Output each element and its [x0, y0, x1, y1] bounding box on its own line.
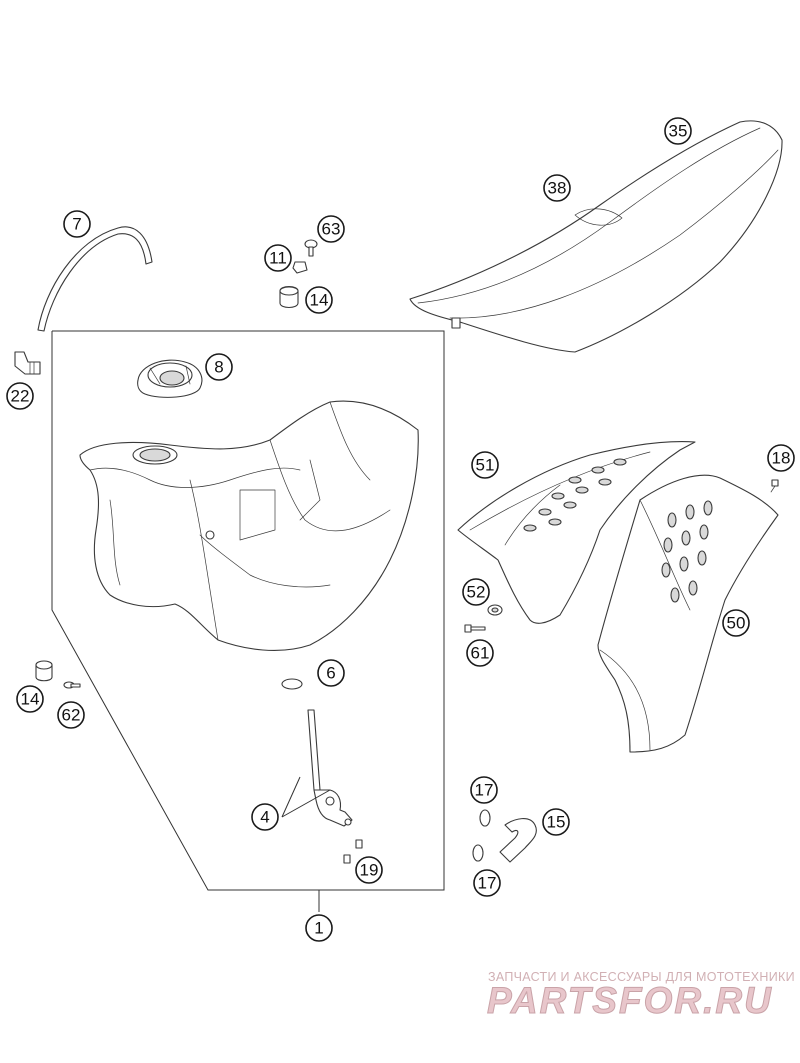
- callout-22: 22: [6, 382, 34, 410]
- callout-62: 62: [57, 701, 85, 729]
- callout-4: 4: [251, 803, 279, 831]
- svg-text:52: 52: [467, 583, 486, 602]
- svg-text:50: 50: [727, 614, 746, 633]
- fuel-cap[interactable]: [137, 359, 203, 398]
- fuel-breather-hose[interactable]: [37, 226, 153, 332]
- bolt-63[interactable]: [304, 239, 318, 257]
- svg-text:6: 6: [326, 664, 335, 683]
- callout-18: 18: [767, 444, 795, 472]
- svg-text:17: 17: [478, 874, 497, 893]
- callout-14-top: 14: [305, 286, 333, 314]
- callout-38: 38: [543, 174, 571, 202]
- svg-text:62: 62: [62, 706, 81, 725]
- svg-text:4: 4: [260, 808, 269, 827]
- bolt-62[interactable]: [63, 681, 81, 689]
- hose-clamp-lower[interactable]: [472, 844, 484, 862]
- callout-6: 6: [317, 659, 345, 687]
- callout-17-upper: 17: [470, 776, 498, 804]
- svg-text:22: 22: [11, 387, 30, 406]
- callout-11: 11: [264, 244, 292, 272]
- radiator-spoiler-right[interactable]: [597, 474, 779, 753]
- seat[interactable]: [409, 120, 783, 353]
- leader-4b: [281, 776, 301, 818]
- callout-17-lower: 17: [473, 869, 501, 897]
- svg-text:8: 8: [214, 358, 223, 377]
- svg-text:11: 11: [269, 249, 287, 268]
- rubber-bushing-top[interactable]: [279, 285, 299, 309]
- screws-19[interactable]: [343, 839, 363, 864]
- callout-15: 15: [542, 808, 570, 836]
- fuel-tap[interactable]: [307, 709, 353, 827]
- leader-4a: [281, 789, 331, 818]
- svg-text:38: 38: [548, 179, 567, 198]
- watermark-caption: ЗАПЧАСТИ И АКСЕССУАРЫ ДЛЯ МОТОТЕХНИКИ: [488, 970, 795, 984]
- svg-text:15: 15: [547, 813, 566, 832]
- svg-text:1: 1: [314, 919, 323, 938]
- callout-52: 52: [462, 578, 490, 606]
- o-ring[interactable]: [281, 678, 303, 690]
- callout-7: 7: [63, 210, 91, 238]
- callout-61: 61: [466, 639, 494, 667]
- screw-61[interactable]: [464, 624, 486, 633]
- hose-elbow-fitting[interactable]: [14, 351, 41, 375]
- callout-35: 35: [664, 117, 692, 145]
- watermark-logo: PARTSFOR.RU: [487, 980, 773, 1022]
- callout-50: 50: [722, 609, 750, 637]
- callout-19: 19: [355, 856, 383, 884]
- svg-text:51: 51: [476, 456, 495, 475]
- svg-text:18: 18: [772, 449, 791, 468]
- tank-assembly-frame: [51, 330, 445, 912]
- svg-text:14: 14: [310, 291, 329, 310]
- svg-text:35: 35: [669, 122, 688, 141]
- washer-52[interactable]: [487, 604, 503, 616]
- fuel-hose-15[interactable]: [499, 818, 537, 863]
- callout-51: 51: [471, 451, 499, 479]
- svg-text:61: 61: [471, 644, 490, 663]
- callout-1: 1: [305, 914, 333, 942]
- nut-11[interactable]: [292, 261, 308, 274]
- callout-63: 63: [317, 215, 345, 243]
- hose-clamp-upper[interactable]: [479, 809, 491, 827]
- rubber-bushing-lower[interactable]: [35, 660, 53, 682]
- screw-18[interactable]: [770, 479, 779, 493]
- svg-text:63: 63: [322, 220, 341, 239]
- svg-text:19: 19: [360, 861, 379, 880]
- svg-text:7: 7: [72, 215, 81, 234]
- fuel-tank[interactable]: [79, 400, 419, 651]
- callout-14-lower: 14: [16, 685, 44, 713]
- svg-text:17: 17: [475, 781, 494, 800]
- svg-text:14: 14: [21, 690, 40, 709]
- radiator-spoiler-left[interactable]: [457, 441, 696, 624]
- callout-8: 8: [205, 353, 233, 381]
